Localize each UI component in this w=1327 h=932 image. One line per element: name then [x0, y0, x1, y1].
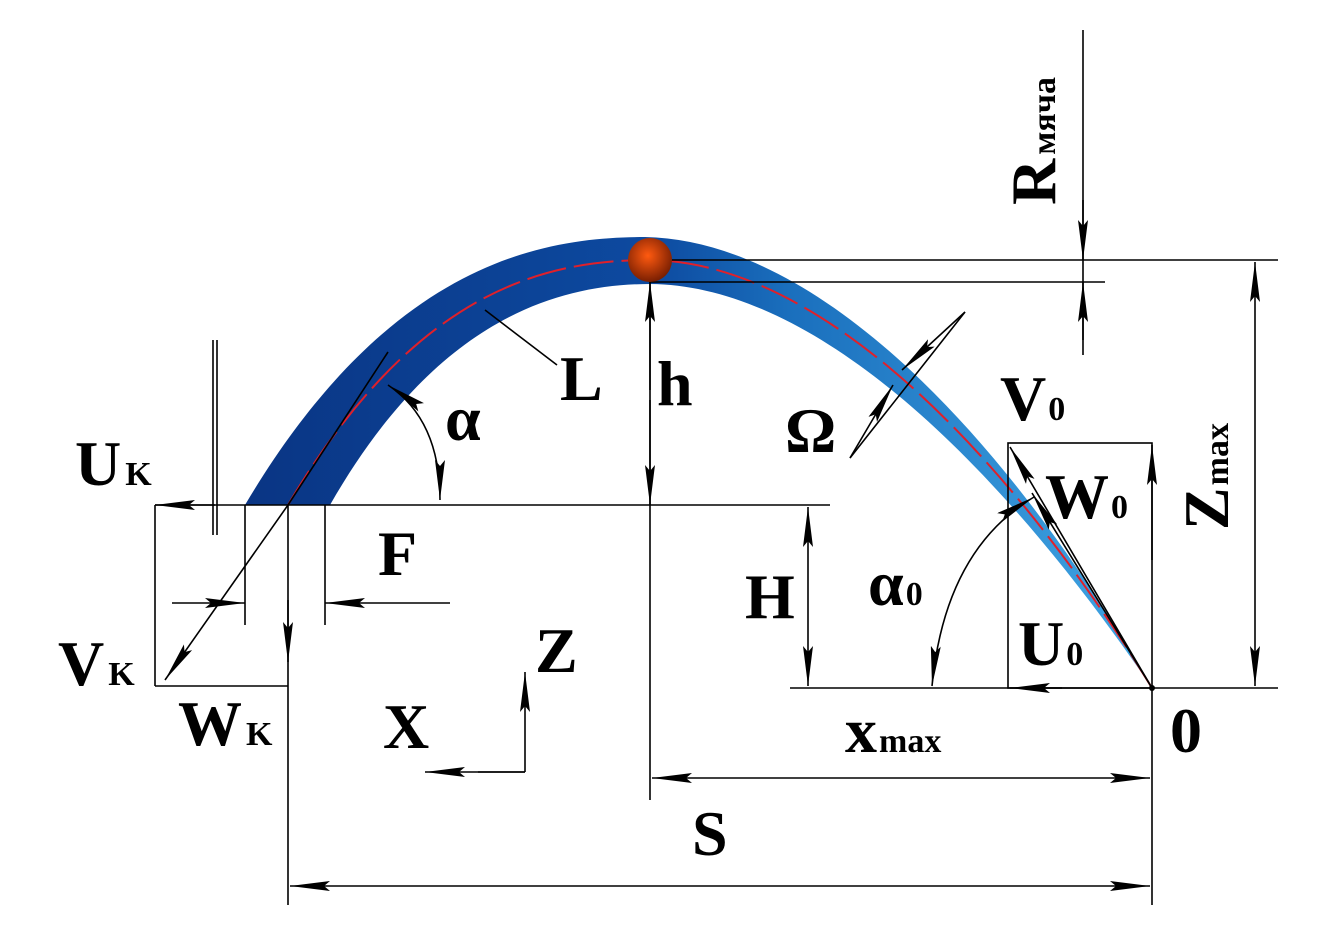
trajectory-centerline — [287, 258, 1153, 689]
label-h-big: H — [745, 561, 795, 632]
label-zmax: Zmax — [1171, 423, 1242, 530]
label-h-small: h — [657, 348, 693, 419]
label-axis-x: X — [383, 691, 429, 762]
label-v0: V0 — [1000, 363, 1065, 434]
label-axis-z: Z — [535, 615, 578, 686]
left-construction — [154, 309, 830, 905]
label-s: S — [692, 798, 728, 869]
label-alpha0: α0 — [868, 548, 923, 619]
origin-point — [1149, 685, 1155, 691]
label-origin: 0 — [1170, 695, 1202, 766]
label-f: F — [378, 518, 417, 589]
label-omega: Ω — [785, 395, 836, 466]
label-u0: U0 — [1018, 608, 1083, 679]
label-xmax: xmax — [845, 695, 941, 766]
label-alpha: α — [445, 383, 481, 454]
ball — [628, 238, 672, 282]
trajectory-band — [245, 237, 1152, 688]
label-l: L — [560, 343, 603, 414]
label-w0: W0 — [1045, 461, 1128, 532]
label-r-ball: Rмяча — [998, 77, 1069, 205]
right-construction — [290, 30, 1278, 905]
